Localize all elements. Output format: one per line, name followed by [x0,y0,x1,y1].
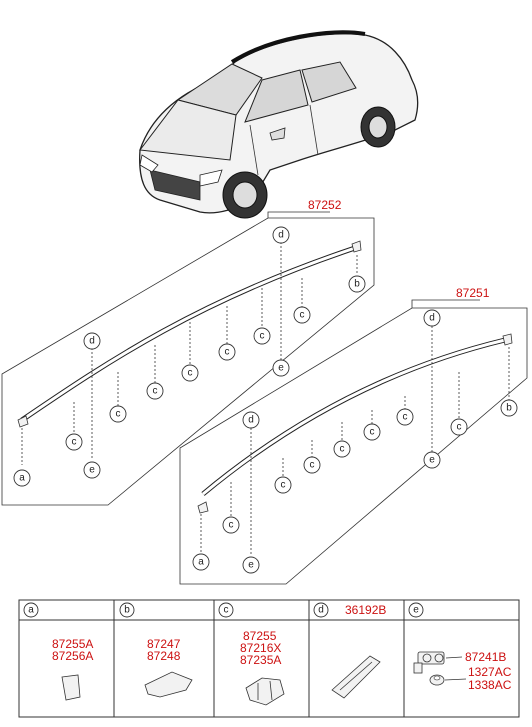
assembly-87252-panel: 87252 a d e c c c c c c d e c b [1,198,375,506]
legend-d-part-number: 36192B [345,603,386,617]
callout-c: c [65,433,83,451]
legend-c-part-1: 87255 [243,629,277,643]
svg-text:c: c [229,520,234,531]
legend-c-part-2: 87216X [240,641,281,655]
end-cap-a [197,501,209,514]
legend-a-part-1: 87255A [52,637,93,651]
svg-text:b: b [124,605,130,616]
part-b-cap-illustration [144,671,193,698]
legend-header-a: a [23,602,39,618]
svg-text:c: c [457,422,462,433]
callout-c: c [303,456,321,474]
svg-text:c: c [300,310,305,321]
legend-header-c: c [218,602,234,618]
callout-e: e [242,556,260,574]
callout-c: c [181,364,199,382]
svg-text:c: c [403,412,408,423]
svg-text:e: e [278,363,284,374]
callout-c: c [109,405,127,423]
svg-text:a: a [19,473,25,484]
callout-b: b [500,399,518,417]
legend-b-part-2: 87248 [147,649,181,663]
svg-text:a: a [28,605,34,616]
svg-text:d: d [89,336,95,347]
callout-e: e [423,451,441,469]
callout-c: c [146,382,164,400]
callout-d: d [272,226,290,244]
svg-text:c: c [260,331,265,342]
legend-header-e: e [408,602,424,618]
callout-c: c [293,306,311,324]
end-cap-a [17,415,29,428]
svg-text:c: c [116,409,121,420]
legend-e-part-1: 87241B [465,650,506,664]
legend-a-part-2: 87256A [52,649,93,663]
svg-text:d: d [429,313,435,324]
svg-text:c: c [72,437,77,448]
svg-text:e: e [89,465,95,476]
svg-text:c: c [153,386,158,397]
legend-header-d: d [313,602,329,618]
part-c-clip-illustration [245,677,285,706]
legend-b-part-1: 87247 [147,637,181,651]
callout-c: c [274,476,292,494]
svg-text:c: c [188,368,193,379]
callout-e: e [83,461,101,479]
legend-e-part-2: 1327AC [468,665,512,679]
callout-c: c [363,423,381,441]
svg-text:b: b [506,403,512,414]
legend-header-b: b [119,602,135,618]
svg-text:c: c [224,605,229,616]
callout-b: b [348,275,366,293]
svg-text:e: e [429,455,435,466]
part-d-bracket-illustration [331,655,381,699]
callout-c: c [396,408,414,426]
svg-text:c: c [225,347,230,358]
svg-text:e: e [248,560,254,571]
part-a-cap-illustration [61,674,81,701]
svg-text:c: c [370,427,375,438]
svg-text:c: c [281,480,286,491]
svg-text:b: b [354,279,360,290]
svg-text:d: d [318,605,324,616]
callout-c: c [253,327,271,345]
callout-c: c [333,440,351,458]
assembly-87251-panel: 87251 a d e c c c c c c d e c b [179,286,528,585]
svg-text:c: c [310,460,315,471]
car-illustration [139,30,419,219]
callout-c: c [218,343,236,361]
assembly-87251-part-number: 87251 [456,286,490,300]
callout-a: a [13,469,31,487]
svg-text:c: c [340,444,345,455]
callout-c: c [450,418,468,436]
parts-legend-table: a b c d 36192B e 87255A 87256A 87247 872… [18,599,520,718]
callout-d: d [83,332,101,350]
assembly-87252-part-number: 87252 [308,198,342,212]
svg-text:a: a [198,557,204,568]
callout-d: d [423,309,441,327]
end-cap-b [351,240,362,253]
legend-c-part-3: 87235A [240,653,281,667]
part-e-stud-illustration [413,651,445,674]
legend-e-part-3: 1338AC [468,678,512,692]
callout-d: d [242,411,260,429]
svg-text:d: d [278,230,284,241]
svg-text:d: d [248,415,254,426]
callout-a: a [192,553,210,571]
callout-c: c [222,516,240,534]
svg-text:e: e [413,605,419,616]
part-e-nut-illustration [429,674,445,686]
end-cap-b [502,333,513,346]
callout-e: e [272,359,290,377]
